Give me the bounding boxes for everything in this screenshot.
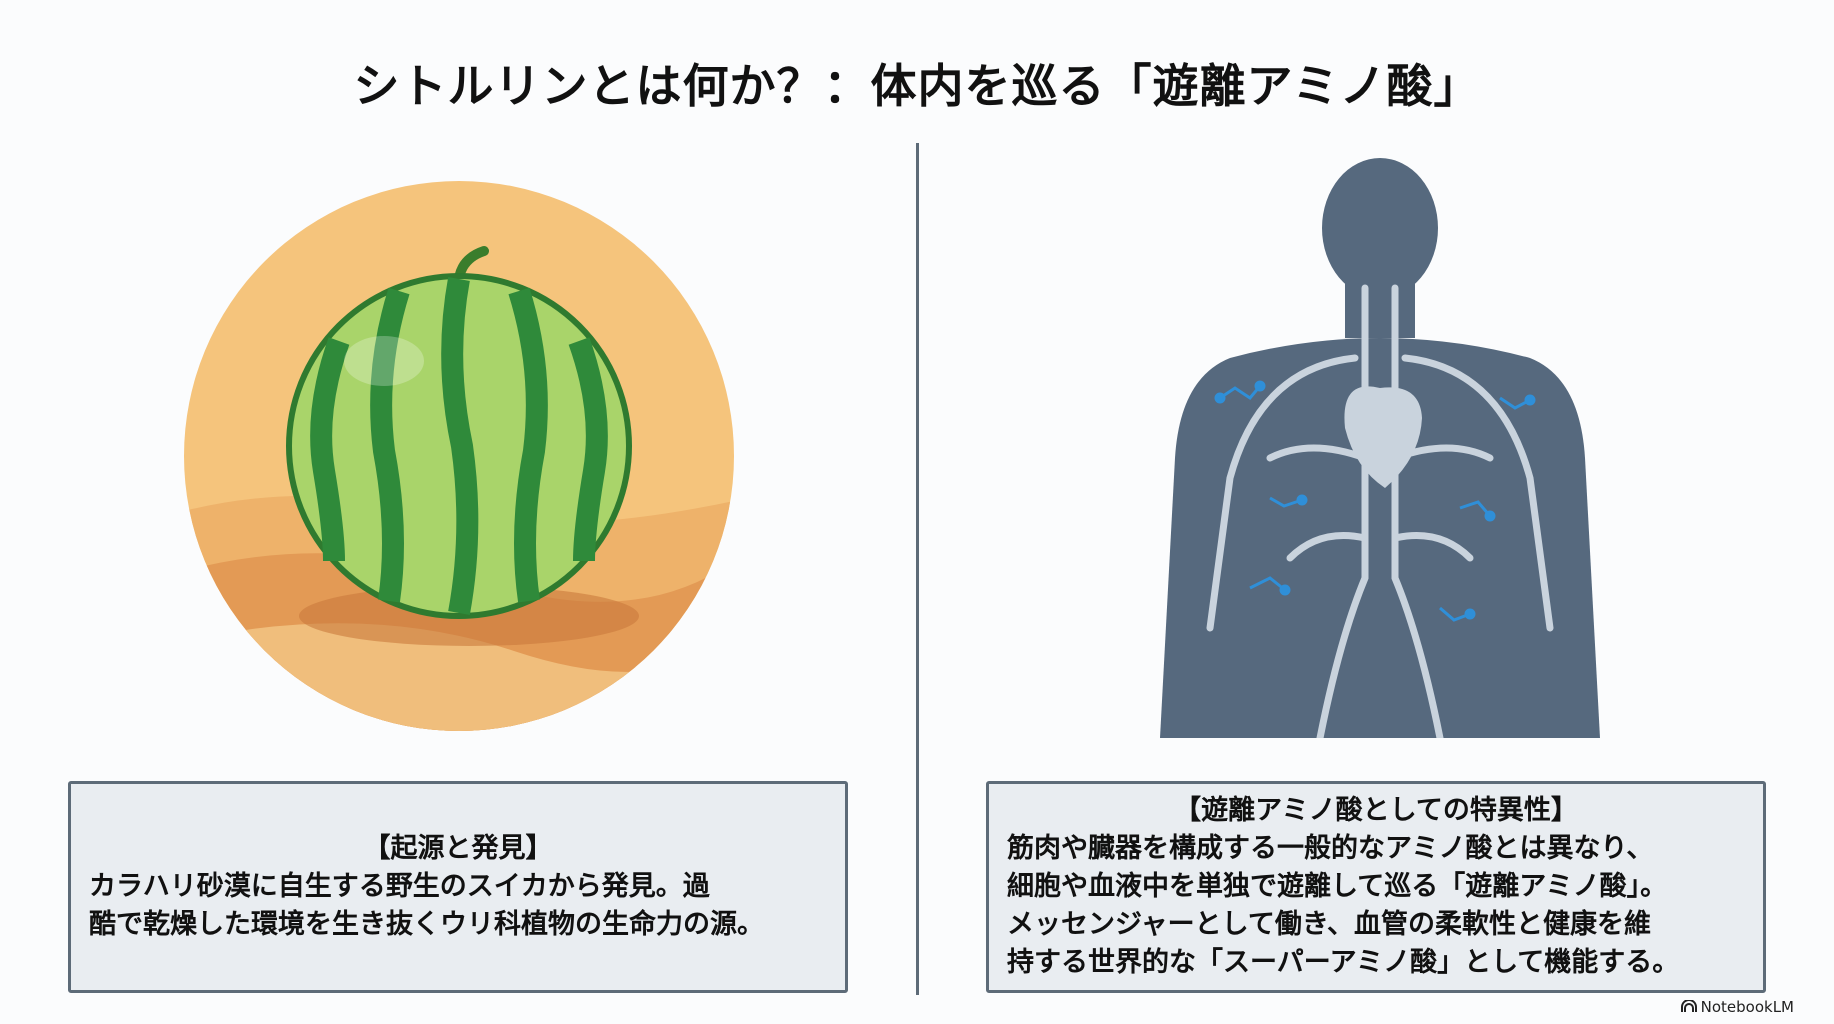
- free-amino-text-line: 細胞や血液中を単独で遊離して巡る「遊離アミノ酸」。: [1007, 871, 1668, 902]
- watermelon-desert-illustration: [184, 181, 734, 731]
- notebooklm-watermark: NotebookLM: [1680, 998, 1794, 1016]
- origin-heading: 【起源と発見】: [363, 833, 553, 864]
- free-amino-acid-box: 【遊離アミノ酸としての特異性】 筋肉や臓器を構成する一般的なアミノ酸とは異なり、…: [986, 781, 1766, 993]
- origin-text-line: 酷で乾燥した環境を生き抜くウリ科植物の生命力の源。: [89, 909, 764, 940]
- panel-divider: [916, 143, 919, 995]
- free-amino-text-line: メッセンジャーとして働き、血管の柔軟性と健康を維: [1007, 909, 1651, 940]
- free-amino-heading: 【遊離アミノ酸としての特異性】: [1174, 795, 1578, 826]
- page-title: シトルリンとは何か？：体内を巡る「遊離アミノ酸」: [353, 59, 1481, 113]
- free-amino-text-line: 持する世界的な「スーパーアミノ酸」として機能する。: [1007, 947, 1680, 978]
- notebooklm-logo-icon: [1680, 998, 1697, 1016]
- origin-text-line: カラハリ砂漠に自生する野生のスイカから発見。過: [89, 871, 710, 902]
- origin-discovery-box: 【起源と発見】 カラハリ砂漠に自生する野生のスイカから発見。過 酷で乾燥した環境…: [68, 781, 848, 993]
- human-body-circulation-illustration: [1140, 158, 1620, 742]
- free-amino-text-line: 筋肉や臓器を構成する一般的なアミノ酸とは異なり、: [1007, 833, 1654, 864]
- brand-label: NotebookLM: [1700, 998, 1794, 1016]
